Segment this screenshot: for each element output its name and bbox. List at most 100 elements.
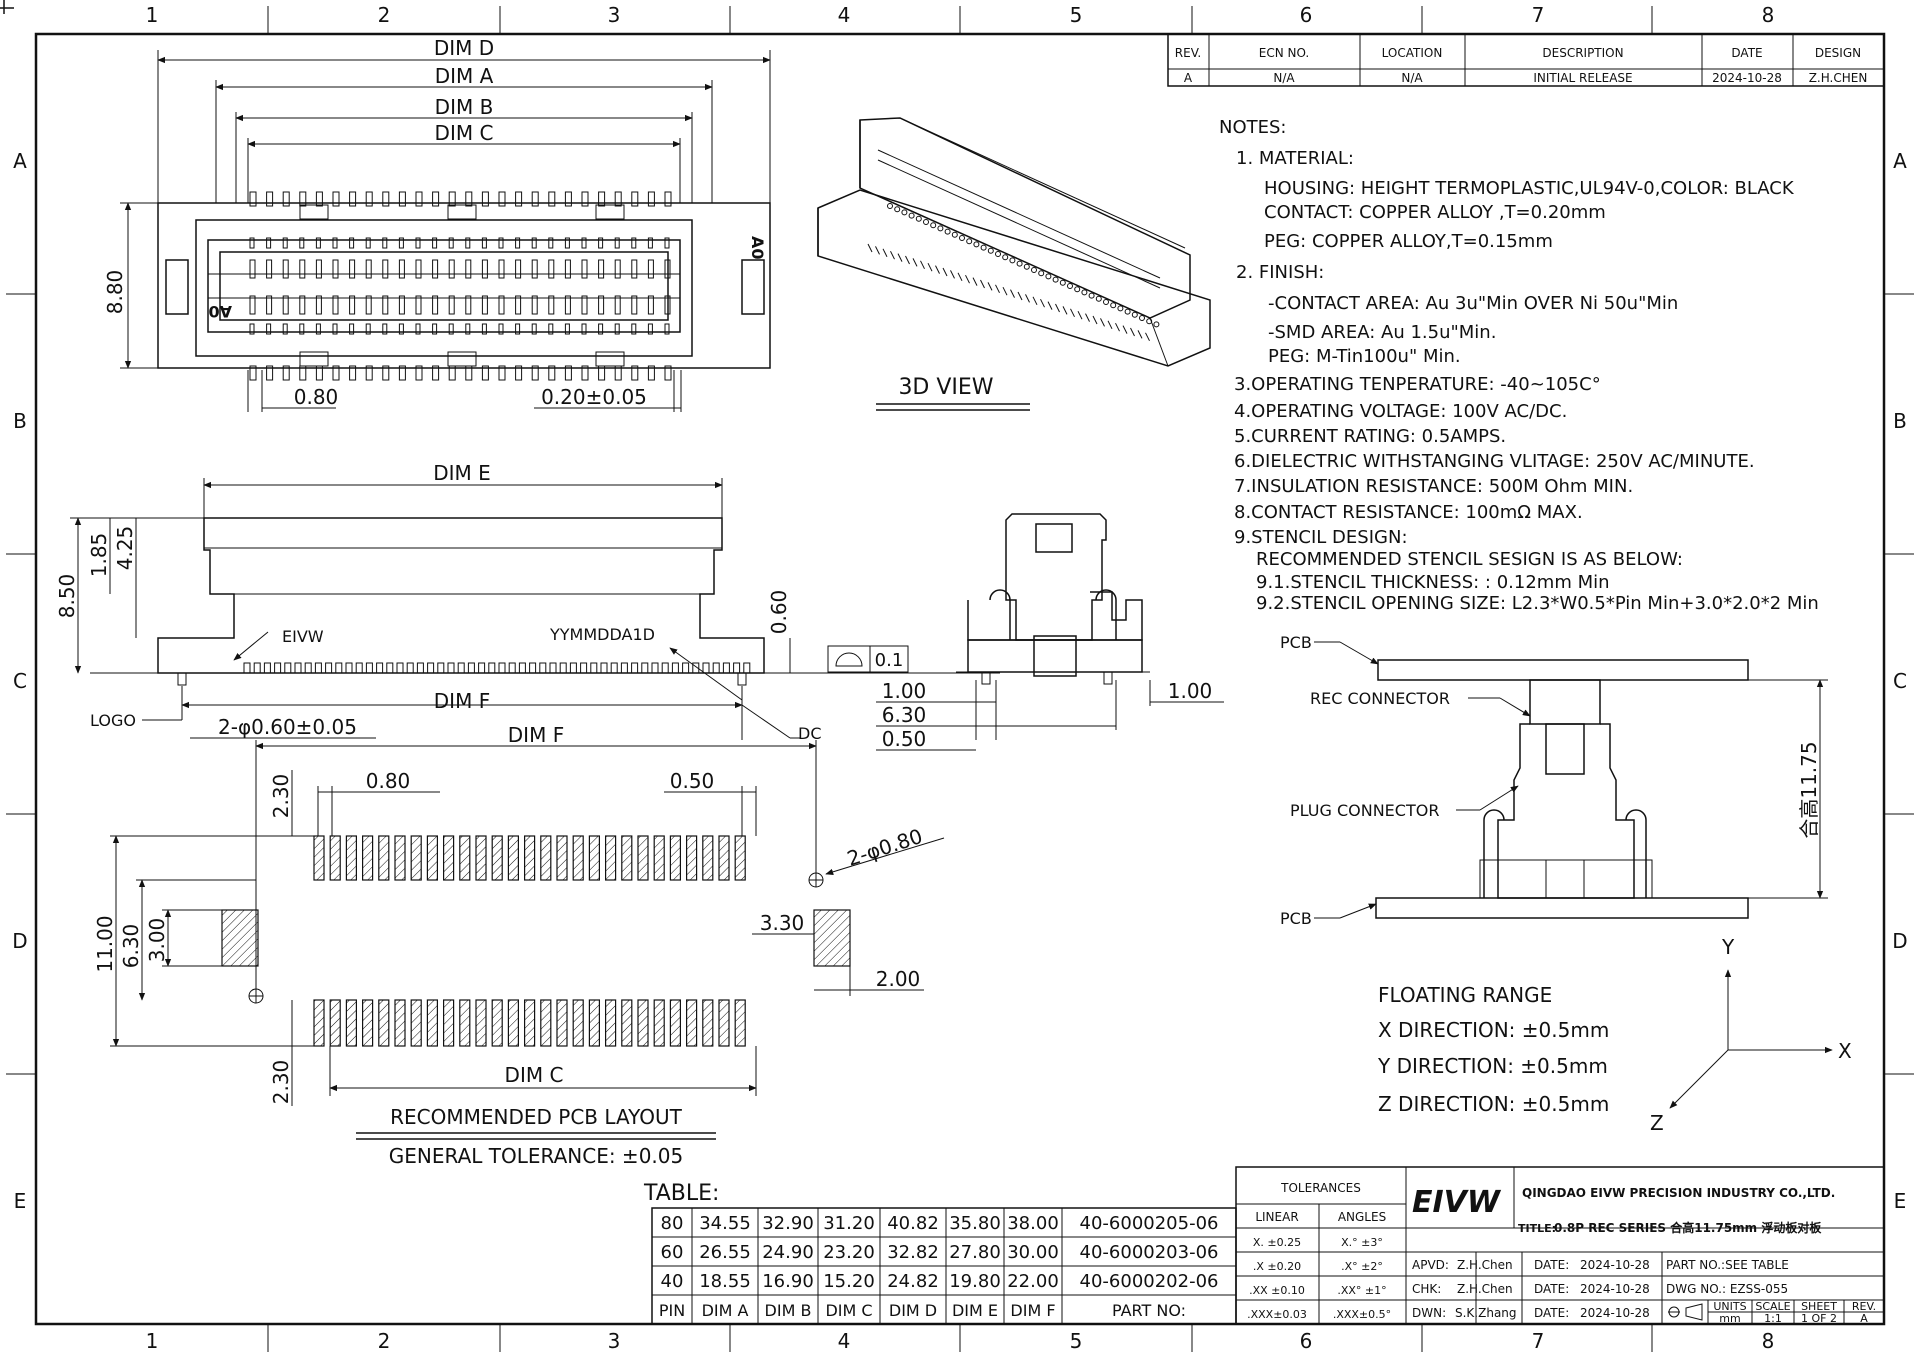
table-cell-r2-c1: 60 [661, 1242, 684, 1263]
rev-value-design: Z.H.CHEN [1809, 71, 1868, 85]
rev-header-ecn: ECN NO. [1259, 46, 1310, 60]
pcb-dim-1100: 11.00 [93, 915, 117, 972]
pcb-dim-230b: 2.30 [269, 1060, 293, 1105]
tb-date-1: 2024-10-28 [1580, 1258, 1650, 1272]
end-dim-630: 6.30 [882, 703, 927, 727]
pcb-dim-080: 0.80 [366, 769, 411, 793]
side-height-850: 8.50 [55, 574, 79, 619]
table-cell-r3-c1: 40 [661, 1271, 684, 1292]
zone-col-8-bottom: 8 [1762, 1329, 1775, 1353]
tb-sheet-value: 1 OF 2 [1801, 1312, 1837, 1325]
zone-row-A-right: A [1893, 149, 1907, 173]
tb-dwn: DWN: [1412, 1306, 1446, 1320]
pcb-dim-630: 6.30 [119, 924, 143, 969]
stack-pcb-bottom-label: PCB [1280, 909, 1312, 928]
table-cell-r4-c8: PART NO: [1112, 1301, 1186, 1320]
zone-col-7-bottom: 7 [1532, 1329, 1545, 1353]
end-dim-100a: 1.00 [882, 679, 927, 703]
tb-rev-value: A [1860, 1312, 1868, 1325]
stack-plug-label: PLUG CONNECTOR [1290, 801, 1439, 820]
tb-date-label-3: DATE: [1534, 1306, 1569, 1320]
axis-z-label: Z [1650, 1111, 1664, 1135]
dim-a-label: DIM A [435, 64, 494, 88]
zone-col-6-top: 6 [1300, 3, 1313, 27]
table-cell-r1-c2: 34.55 [699, 1213, 751, 1234]
floating-title: FLOATING RANGE [1378, 983, 1552, 1007]
tb-date-label-2: DATE: [1534, 1282, 1569, 1296]
side-peg-dim: 2-φ0.60±0.05 [218, 715, 357, 739]
tol-angle-1: X.° ±3° [1341, 1236, 1383, 1249]
note-line-14: 8.CONTACT RESISTANCE: 100mΩ MAX. [1234, 502, 1583, 523]
top-view-outline [157, 202, 771, 369]
zone-col-2-bottom: 2 [378, 1329, 391, 1353]
tb-linear: LINEAR [1255, 1210, 1298, 1224]
side-height-425: 4.25 [113, 526, 137, 571]
axis-y-label: Y [1721, 935, 1735, 959]
tb-part-no: PART NO.:SEE TABLE [1666, 1258, 1789, 1272]
table-cell-r2-c7: 30.00 [1007, 1242, 1059, 1263]
tb-chk: CHK: [1412, 1282, 1441, 1296]
table-cell-r4-c5: DIM D [889, 1301, 937, 1320]
table-cell-r4-c1: PIN [659, 1301, 685, 1320]
table-cell-r3-c4: 15.20 [823, 1271, 875, 1292]
note-line-11: 5.CURRENT RATING: 0.5AMPS. [1234, 426, 1506, 447]
note-line-12: 6.DIELECTRIC WITHSTANGING VLITAGE: 250V … [1234, 451, 1755, 472]
tb-sheet: SHEET [1801, 1300, 1837, 1313]
zone-col-4-top: 4 [838, 3, 851, 27]
table-cell-r4-c7: DIM F [1010, 1301, 1055, 1320]
zone-col-1-bottom: 1 [146, 1329, 159, 1353]
tb-date-2: 2024-10-28 [1580, 1282, 1650, 1296]
table-cell-r1-c3: 32.90 [762, 1213, 814, 1234]
zone-col-8-top: 8 [1762, 3, 1775, 27]
zone-col-7-top: 7 [1532, 3, 1545, 27]
note-line-18: 9.2.STENCIL OPENING SIZE: L2.3*W0.5*Pin … [1256, 593, 1819, 614]
pcb-dim-300: 3.00 [145, 918, 169, 963]
side-logo-text: EIVW [282, 627, 324, 646]
rev-header-date: DATE [1731, 46, 1762, 60]
floating-z: Z DIRECTION: ±0.5mm [1378, 1092, 1609, 1116]
zone-row-C-right: C [1893, 669, 1907, 693]
floating-range: FLOATING RANGE X DIRECTION: ±0.5mm Y DIR… [1377, 935, 1852, 1135]
zone-row-D-left: D [12, 929, 27, 953]
tb-units-value: mm [1719, 1312, 1740, 1325]
tb-company: QINGDAO EIVW PRECISION INDUSTRY CO.,LTD. [1522, 1186, 1835, 1200]
end-dim-050: 0.50 [882, 727, 927, 751]
tol-linear-1: X. ±0.25 [1253, 1236, 1301, 1249]
tb-dwg-no: DWG NO.: EZSS-055 [1666, 1282, 1788, 1296]
pcb-dim-c: DIM C [505, 1063, 564, 1087]
table-cell-r2-c6: 27.80 [949, 1242, 1001, 1263]
tb-dwn-name: S.K.Zhang [1455, 1306, 1517, 1320]
zone-col-5-bottom: 5 [1070, 1329, 1083, 1353]
table-cell-r1-c7: 38.00 [1007, 1213, 1059, 1234]
peg-pad-left [221, 909, 259, 967]
table-cell-r3-c7: 22.00 [1007, 1271, 1059, 1292]
revision-block: REV. ECN NO. LOCATION DESCRIPTION DATE D… [1167, 33, 1885, 87]
tol-angle-2: .X° ±2° [1341, 1260, 1383, 1273]
top-view-pitch: 0.80 [294, 385, 339, 409]
note-line-5: 2. FINISH: [1236, 262, 1324, 283]
side-height-185: 1.85 [87, 533, 111, 578]
side-height-060: 0.60 [767, 590, 791, 635]
note-line-6: -CONTACT AREA: Au 3u"Min OVER Ni 50u"Min [1268, 293, 1678, 314]
top-view: A0 A0 DIM D DIM A DIM B DIM C 8.80 0.80 … [103, 36, 771, 412]
table-cell-r3-c8: 40-6000202-06 [1080, 1271, 1219, 1292]
table-cell-r1-c4: 31.20 [823, 1213, 875, 1234]
top-view-mark-a0: A0 [748, 236, 767, 260]
note-line-13: 7.INSULATION RESISTANCE: 500M Ohm MIN. [1234, 476, 1633, 497]
note-line-2: HOUSING: HEIGHT TERMOPLASTIC,UL94V-0,COL… [1264, 178, 1795, 199]
pcb-layout-tolerance: GENERAL TOLERANCE: ±0.05 [389, 1144, 683, 1168]
rev-header-rev: REV. [1175, 46, 1201, 60]
pcb-dim-200: 2.00 [876, 967, 921, 991]
note-line-7: -SMD AREA: Au 1.5u"Min. [1268, 322, 1496, 343]
table-cell-r1-c6: 35.80 [949, 1213, 1001, 1234]
rev-value-ecn: N/A [1273, 71, 1295, 85]
notes-title: NOTES: [1219, 117, 1287, 138]
pcb-layout-title: RECOMMENDED PCB LAYOUT [390, 1105, 682, 1129]
floating-x: X DIRECTION: ±0.5mm [1378, 1018, 1609, 1042]
tb-tolerances: TOLERANCES [1280, 1181, 1361, 1195]
note-line-15: 9.STENCIL DESIGN: [1234, 527, 1408, 548]
dim-c-label: DIM C [435, 121, 494, 145]
table-cell-r3-c3: 16.90 [762, 1271, 814, 1292]
